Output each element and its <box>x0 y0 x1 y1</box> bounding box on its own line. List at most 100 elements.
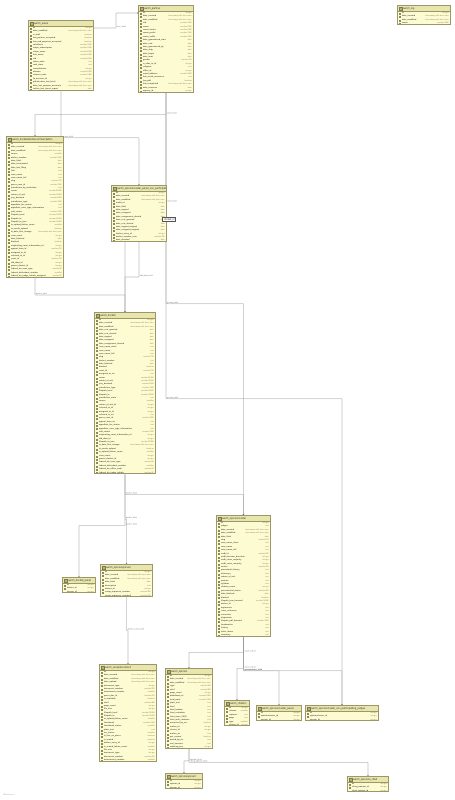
relation-line[interactable] <box>60 90 140 185</box>
relation-line[interactable] <box>124 474 244 515</box>
table-title[interactable]: search_users <box>29 21 93 27</box>
table-title[interactable]: search_opinions_cited <box>348 777 388 783</box>
table-title[interactable]: search_opinion <box>166 669 212 675</box>
table-title[interactable]: search_opinioncluster_panel_non_particip… <box>112 186 166 192</box>
